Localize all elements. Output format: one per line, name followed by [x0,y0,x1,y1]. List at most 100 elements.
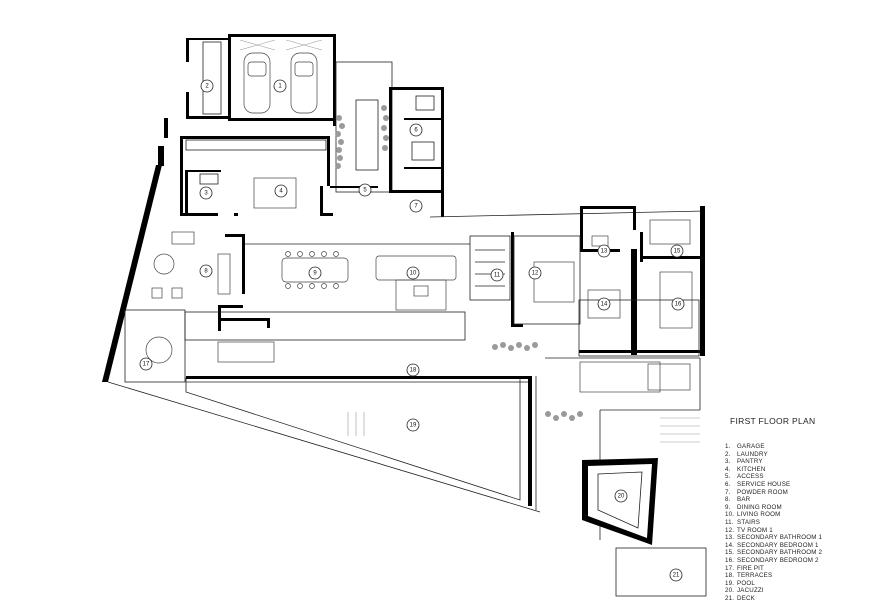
legend-item: 18.TERRACES [725,572,875,580]
legend-label: LIVING ROOM [737,511,781,519]
legend-label: SERVICE HOUSE [737,480,791,488]
legend-label: LAUNDRY [737,450,768,458]
kitchen-walls [164,118,333,216]
room-number: 1 [278,83,282,89]
legend-item: 21.DECK [725,595,875,603]
legend-number: 11. [725,518,734,526]
room-number-circle [614,489,628,503]
legend-label: ACCESS [737,473,764,481]
legend-number: 18. [725,572,735,580]
room-number: 19 [410,422,417,428]
room-number-circle [308,266,322,280]
legend-number: 12. [725,526,735,534]
legend-label: JACUZZI [737,587,764,595]
legend-item: 8. BAR [725,496,875,504]
legend-label: KITCHEN [737,465,766,473]
room-number-circle [409,123,423,137]
pool-terrace [107,336,701,540]
legend-label: SECONDARY BEDROOM 2 [737,556,819,564]
room-number: 10 [410,270,417,276]
room-number-circle [670,244,684,258]
legend-item: 12.TV ROOM 1 [725,527,875,535]
legend-item: 4. KITCHEN [725,466,875,474]
room-number: 3 [204,190,208,196]
legend-item: 3.PANTRY [725,458,875,466]
living-walls [102,146,706,383]
legend-label: BAR [737,496,751,504]
room-number: 5 [363,187,367,193]
room-number: 9 [313,270,317,276]
room-number-circle [200,79,214,93]
room-number-circle [409,199,423,213]
room-number: 8 [204,268,208,274]
room-number: 4 [279,188,283,194]
legend-item: 6. SERVICE HOUSE [725,481,875,489]
legend-label: FIRE PIT [737,564,765,572]
room-number: 18 [410,367,417,373]
room-number: 6 [414,127,418,133]
room-number-circle [406,363,420,377]
garage-walls [186,34,336,126]
legend-number: 15. [725,549,735,557]
room-number-circle [199,186,213,200]
jacuzzi-deck [582,458,707,597]
legend-label: POOL [737,579,755,587]
legend-item: 16.SECONDARY BEDROOM 2 [725,557,875,565]
legend-label: TERRACES [737,572,773,580]
legend-number: 9. [725,503,731,511]
legend-label: POWDER ROOM [737,488,789,496]
legend-item: 20.JACUZZI [725,587,875,595]
legend-label: GARAGE [737,443,765,450]
legend-number: 19. [725,579,735,587]
room-number-circle [273,79,287,93]
room-number-circle [597,244,611,258]
legend-label: STAIRS [737,518,761,526]
legend-number: 4. [725,465,731,473]
legend-number: 16. [725,556,735,564]
legend-number: 14. [725,541,735,549]
room-number-circle [490,268,504,282]
room-number: 17 [143,361,150,367]
legend-number: 5. [725,473,731,481]
room-number-circle [528,266,542,280]
legend-item: 10.LIVING ROOM [725,511,875,519]
room-number: 20 [618,493,625,499]
room-number-circle [597,297,611,311]
legend-number: 1. [725,443,731,450]
legend-item: 15.SECONDARY BATHROOM 2 [725,549,875,557]
legend-item: 17.FIRE PIT [725,565,875,573]
cars [239,39,323,114]
legend-number: 6. [725,480,731,488]
room-number: 14 [601,301,608,307]
bedroom-walls [513,206,705,357]
legend-label: DECK [737,594,755,602]
room-number-circle [406,266,420,280]
room-number: 11 [494,272,501,278]
plants [492,342,583,421]
legend-number: 8. [725,496,731,504]
legend-number: 21. [725,594,735,602]
room-number-circle [358,183,372,197]
room-number: 21 [673,572,680,578]
room-number: 7 [414,203,418,209]
legend-item: 11.STAIRS [725,519,875,527]
legend-number: 10. [725,511,735,519]
legend-number: 20. [725,587,735,595]
legend-item: 1. GARAGE [725,443,875,451]
legend-number: 7. [725,488,731,496]
legend-label: SECONDARY BEDROOM 1 [737,541,819,549]
legend-label: PANTRY [737,458,763,466]
legend-item: 13.SECONDARY BATHROOM 1 [725,534,875,542]
legend-item: 14.SECONDARY BEDROOM 1 [725,542,875,550]
room-number-circle [274,184,288,198]
legend-label: SECONDARY BATHROOM 2 [737,549,823,557]
room-number-circle [669,568,683,582]
room-number: 16 [675,301,682,307]
legend-label: DINING ROOM [737,503,782,511]
legend-number: 17. [725,564,735,572]
legend-number: 13. [725,534,735,542]
room-number-circle [406,418,420,432]
